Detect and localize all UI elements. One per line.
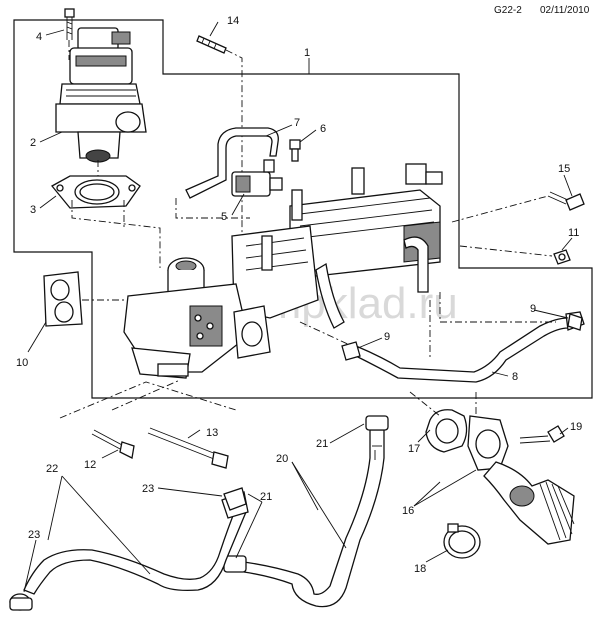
gasket-part-3 xyxy=(51,175,141,209)
callout-8: 8 xyxy=(512,371,518,383)
bolt-part-12 xyxy=(91,429,135,459)
callout-9a: 9 xyxy=(384,331,390,343)
callout-20: 20 xyxy=(276,453,288,465)
callout-11: 11 xyxy=(568,227,579,239)
callout-5: 5 xyxy=(221,211,227,223)
clamp-part-21 xyxy=(223,415,389,573)
guide-line xyxy=(59,381,237,419)
callout-9b: 9 xyxy=(530,303,536,315)
callout-22: 22 xyxy=(46,463,58,475)
bolt-part-19 xyxy=(519,425,565,444)
guide-line xyxy=(451,195,549,223)
callout-13: 13 xyxy=(206,427,218,439)
callout-6: 6 xyxy=(320,123,326,135)
callout-17: 17 xyxy=(408,443,420,455)
callout-2: 2 xyxy=(30,137,36,149)
egr-cooler-part-1 xyxy=(123,163,443,379)
callout-7: 7 xyxy=(294,117,300,129)
callout-19: 19 xyxy=(570,421,582,433)
callout-23a: 23 xyxy=(142,483,154,495)
callout-10: 10 xyxy=(16,357,28,369)
guide-line xyxy=(439,292,556,323)
bolt-part-6 xyxy=(289,139,301,162)
callout-21a: 21 xyxy=(316,438,328,450)
callout-1: 1 xyxy=(304,47,310,59)
solenoid-part-5 xyxy=(231,159,283,197)
callout-12: 12 xyxy=(84,459,96,471)
callouts: 1 2 3 4 5 6 7 8 9 9 10 11 12 13 14 15 16… xyxy=(16,15,582,575)
diagram-code: G22-2 xyxy=(494,5,522,16)
clamp-part-23 xyxy=(9,487,247,611)
screw-part-4 xyxy=(64,8,75,40)
guide-line xyxy=(71,200,161,268)
callout-21b: 21 xyxy=(260,491,272,503)
leader-lines xyxy=(23,21,573,593)
vacuum-hose-part-7 xyxy=(185,127,279,199)
bolt-part-13 xyxy=(147,427,229,469)
gasket-part-17 xyxy=(425,409,468,453)
coolant-hose-part-20 xyxy=(243,429,385,608)
assembly-frame xyxy=(13,19,593,399)
guide-line xyxy=(409,391,441,417)
callout-15: 15 xyxy=(558,163,570,175)
callout-14: 14 xyxy=(227,15,239,27)
egr-valve-part-2 xyxy=(55,27,147,163)
bolt-part-15 xyxy=(547,191,585,211)
guide-line xyxy=(111,379,181,411)
callout-3: 3 xyxy=(30,204,36,216)
guide-line xyxy=(175,198,250,219)
callout-18: 18 xyxy=(414,563,426,575)
callout-16: 16 xyxy=(402,505,414,517)
guide-line xyxy=(299,321,353,347)
gasket-part-10 xyxy=(43,271,83,327)
guide-line xyxy=(459,245,553,257)
stud-part-14 xyxy=(196,35,227,54)
diagram-date: 02/11/2010 xyxy=(540,5,590,16)
hose-clamp-part-18 xyxy=(443,523,481,559)
callout-23b: 23 xyxy=(28,529,40,541)
callout-4: 4 xyxy=(36,31,42,43)
clamp-part-9 xyxy=(341,313,583,361)
nut-part-11 xyxy=(553,249,571,265)
egr-pipe-part-16 xyxy=(467,415,575,545)
coolant-hose-part-22 xyxy=(23,491,249,595)
